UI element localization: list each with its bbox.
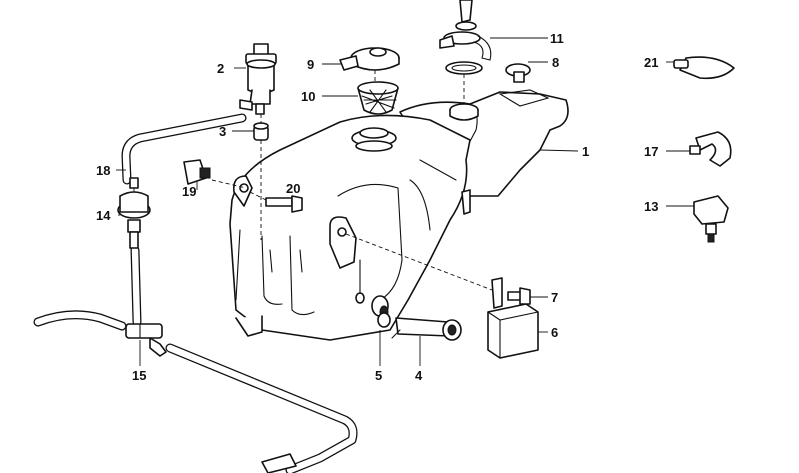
connector-19	[183, 159, 211, 185]
callout-7: 7	[551, 290, 558, 305]
callout-14: 14	[96, 208, 111, 223]
callout-20: 20	[286, 181, 300, 196]
callout-4: 4	[415, 368, 423, 383]
callout-5: 5	[375, 368, 382, 383]
callout-21: 21	[644, 55, 658, 70]
bolt-20	[265, 195, 303, 213]
hose-line-18	[121, 113, 247, 185]
callout-13: 13	[644, 199, 658, 214]
callout-3: 3	[219, 124, 226, 139]
callout-15: 15	[132, 368, 146, 383]
filler-cap	[339, 47, 400, 71]
callout-2: 2	[217, 61, 224, 76]
hose-connector-15	[125, 323, 297, 473]
callout-17: 17	[644, 144, 658, 159]
plug-cap	[505, 63, 531, 83]
callout-19: 19	[182, 184, 196, 199]
pump-grommet	[253, 122, 269, 141]
leader-lines	[116, 37, 694, 366]
clip-21	[673, 56, 735, 80]
strainer	[357, 81, 399, 115]
filler-seal	[359, 127, 389, 139]
bolt-7	[507, 287, 531, 305]
callout-10: 10	[301, 89, 315, 104]
callout-18: 18	[96, 163, 110, 178]
level-sensor	[391, 317, 462, 341]
assembly-lines	[133, 70, 493, 291]
clip-13	[693, 195, 729, 243]
callout-9: 9	[307, 57, 314, 72]
hose-line-lower	[33, 245, 358, 473]
cap-with-strap	[439, 0, 492, 121]
clip-17	[689, 131, 732, 167]
callout-11: 11	[550, 31, 564, 46]
washer-pump	[239, 43, 277, 115]
callout-6: 6	[551, 325, 558, 340]
check-valve	[117, 177, 151, 249]
washer-fluid-tank	[229, 89, 569, 341]
callout-1: 1	[582, 144, 589, 159]
callout-8: 8	[552, 55, 559, 70]
